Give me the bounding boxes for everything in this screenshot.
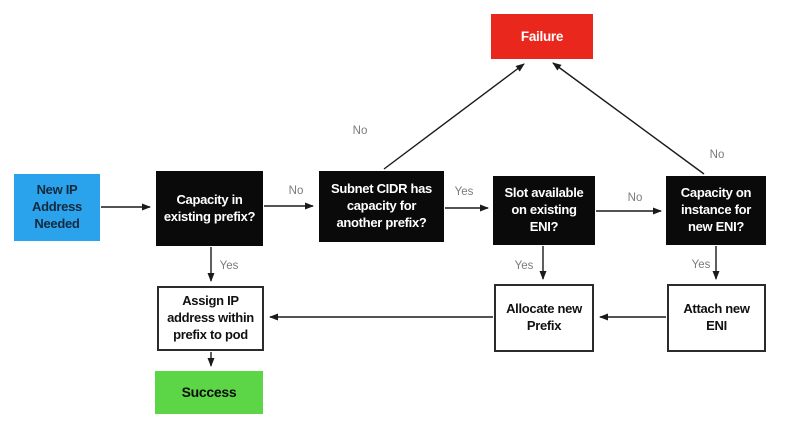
edge-label-d4-no: No	[709, 149, 725, 161]
start-node-new-ip-needed: New IP Address Needed	[14, 174, 100, 241]
edge-label-d4-yes: Yes	[691, 259, 711, 271]
decision-subnet-cidr-capacity: Subnet CIDR has capacity for another pre…	[319, 171, 444, 242]
arrow-d4-no-to-failure	[552, 62, 705, 175]
process-allocate-new-prefix: Allocate new Prefix	[494, 284, 594, 352]
decision-capacity-in-existing-prefix: Capacity in existing prefix?	[156, 171, 263, 246]
edge-label-d2-yes: Yes	[454, 186, 474, 198]
terminal-failure-node: Failure	[491, 14, 593, 59]
decision-capacity-for-new-eni: Capacity on instance for new ENI?	[666, 176, 766, 245]
edge-label-d2-no: No	[352, 125, 368, 137]
edge-label-d1-yes: Yes	[219, 260, 239, 272]
terminal-success-node: Success	[155, 371, 263, 414]
edge-label-d3-yes: Yes	[514, 260, 534, 272]
edge-label-d3-no: No	[627, 192, 643, 204]
process-attach-new-eni: Attach new ENI	[667, 284, 766, 352]
process-assign-ip-to-pod: Assign IP address within prefix to pod	[157, 286, 264, 351]
arrow-d2-no-to-failure	[383, 63, 525, 170]
decision-slot-available-on-eni: Slot available on existing ENI?	[493, 176, 595, 245]
edge-label-d1-no: No	[288, 185, 304, 197]
